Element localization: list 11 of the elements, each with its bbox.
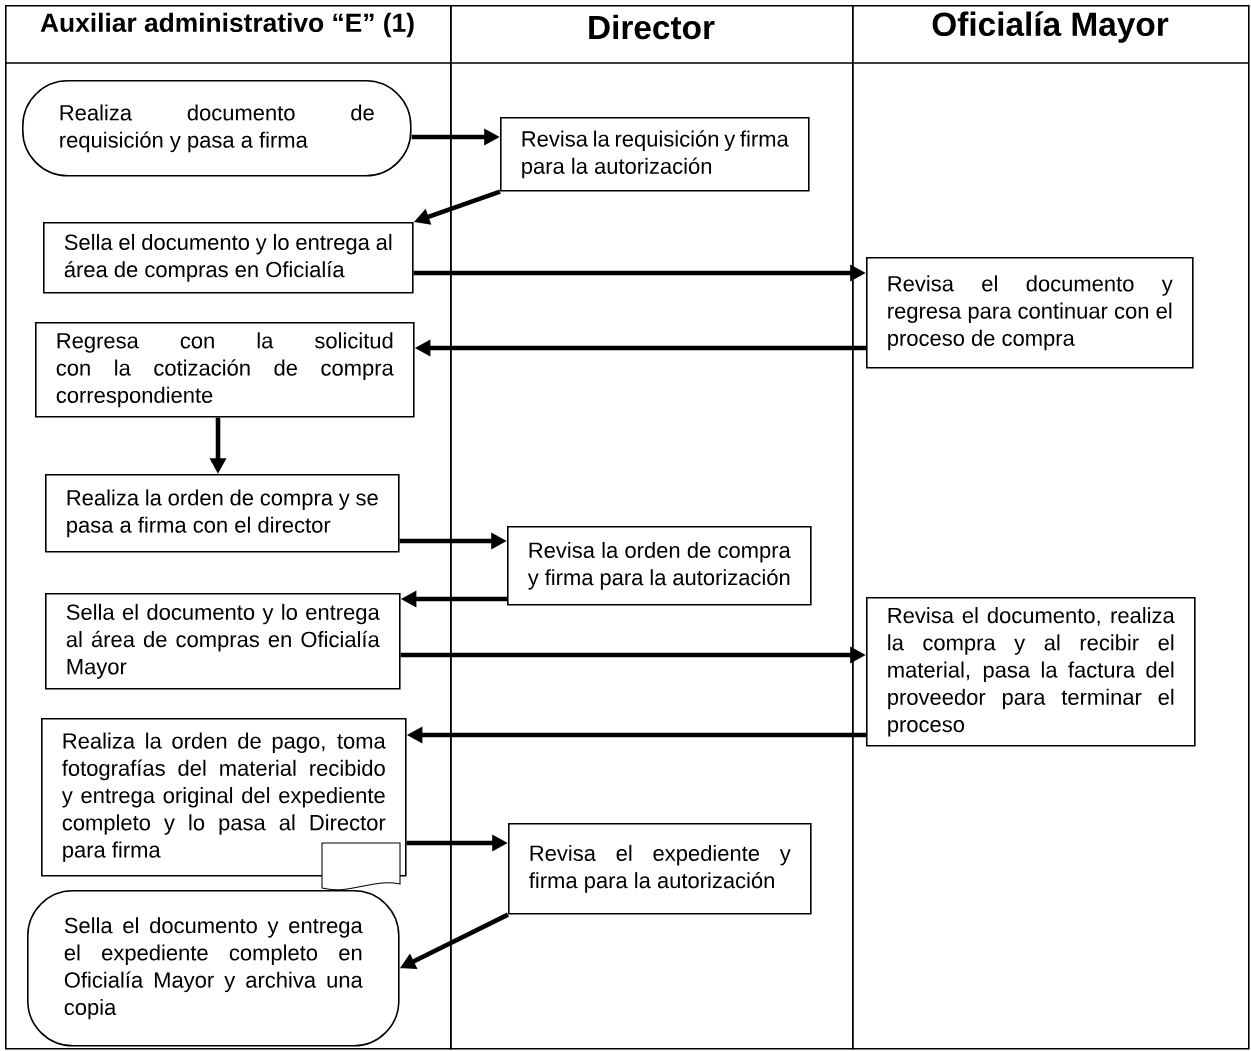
process-box: Regresa con la solicitud con la cotización de compra correspondiente xyxy=(35,322,415,418)
process-box: Revisa el documento, realiza la compra y al recibir el material, pasa la factura del proveedor para terminar el proceso xyxy=(866,597,1196,747)
process-box: Sella el documento y lo entrega al área de compras en Oficialía xyxy=(43,222,414,294)
process-box: Revisa el expediente y firma para la autorización xyxy=(508,823,812,915)
process-box: Revisa el documento y regresa para continuar con el proceso de compra xyxy=(866,257,1194,369)
process-box: Revisa la requisición y firma para la autorización xyxy=(500,117,810,192)
process-box: Revisa la orden de compra y firma para la autorización xyxy=(507,526,812,606)
process-box: Realiza la orden de pago, toma fotografías del material recibido y entrega original del expediente completo y lo pasa al Director para firma xyxy=(41,718,407,877)
process-box: Sella el documento y lo entrega al área de compras en Oficialía Mayor xyxy=(45,593,401,690)
process-box: Realiza la orden de compra y se pasa a firma con el director xyxy=(45,474,400,553)
document-symbol xyxy=(321,842,401,891)
